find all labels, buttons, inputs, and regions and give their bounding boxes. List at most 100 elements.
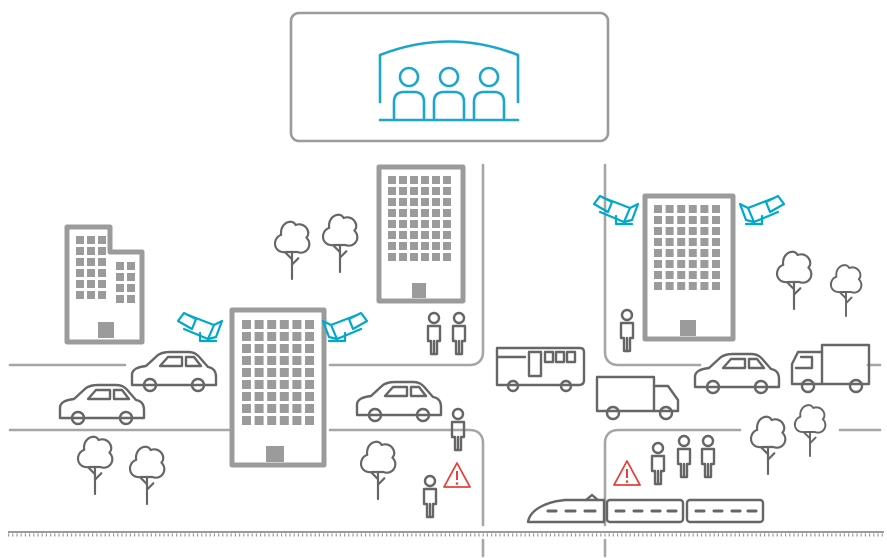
window <box>305 368 314 377</box>
window <box>267 404 277 413</box>
road-network <box>8 163 882 558</box>
tree-icon <box>829 264 863 317</box>
window <box>292 332 302 341</box>
window <box>98 247 106 255</box>
window <box>87 247 95 255</box>
window <box>242 404 251 413</box>
window <box>677 227 686 235</box>
window <box>254 320 264 329</box>
window <box>305 392 314 401</box>
window <box>279 392 289 401</box>
window <box>421 231 429 239</box>
window <box>279 332 289 341</box>
window <box>116 262 124 270</box>
window <box>665 260 674 268</box>
window <box>665 205 674 213</box>
window <box>98 236 106 244</box>
window <box>388 253 396 261</box>
tree-icon <box>128 445 166 506</box>
window <box>242 380 251 389</box>
window <box>305 404 314 413</box>
building-door <box>412 283 426 298</box>
window <box>712 227 720 235</box>
window <box>432 176 440 184</box>
window <box>654 205 662 213</box>
window <box>421 220 429 228</box>
window <box>432 231 440 239</box>
control-room-panel <box>289 11 610 143</box>
pedestrian-icon <box>650 441 666 486</box>
window <box>388 187 396 195</box>
window <box>443 253 451 261</box>
window <box>279 356 289 365</box>
window <box>267 368 277 377</box>
window <box>677 205 686 213</box>
warning-triangle-icon <box>613 460 641 486</box>
window <box>654 238 662 246</box>
window <box>677 249 686 257</box>
window <box>242 356 251 365</box>
window <box>388 209 396 217</box>
window <box>410 242 418 250</box>
cctv-camera-icon <box>321 311 369 343</box>
pedestrian-icon <box>619 308 635 353</box>
window <box>388 231 396 239</box>
window <box>267 380 277 389</box>
window <box>399 187 407 195</box>
window <box>712 260 720 268</box>
car-icon <box>130 350 218 393</box>
building-windows <box>76 176 720 462</box>
tree-icon <box>793 404 827 457</box>
window <box>712 271 720 279</box>
window <box>87 280 95 288</box>
window <box>127 295 135 303</box>
car-icon <box>58 383 146 426</box>
window <box>267 320 277 329</box>
window <box>432 242 440 250</box>
window <box>76 236 84 244</box>
window <box>654 227 662 235</box>
window <box>688 216 697 224</box>
window <box>432 187 440 195</box>
window <box>279 368 289 377</box>
tree-icon <box>321 213 359 274</box>
window <box>267 416 277 425</box>
tree-icon <box>273 220 311 281</box>
window <box>421 198 429 206</box>
window <box>87 269 95 277</box>
warning-triangle-icon <box>443 462 471 488</box>
pedestrian-icon <box>451 311 467 356</box>
window <box>688 260 697 268</box>
window <box>305 356 314 365</box>
bus-icon <box>495 346 586 393</box>
pedestrian-icon <box>426 311 442 356</box>
window <box>305 320 314 329</box>
window <box>443 242 451 250</box>
window <box>432 253 440 261</box>
window <box>700 227 709 235</box>
truck-icon <box>790 343 871 394</box>
window <box>242 344 251 353</box>
window <box>242 368 251 377</box>
control-room-operators-icon <box>378 40 520 122</box>
window <box>688 227 697 235</box>
window <box>388 176 396 184</box>
window <box>388 242 396 250</box>
window <box>267 356 277 365</box>
cctv-camera-icon <box>176 311 224 343</box>
window <box>712 249 720 257</box>
window <box>254 380 264 389</box>
window <box>254 344 264 353</box>
window <box>654 260 662 268</box>
car-icon <box>693 352 781 395</box>
window <box>677 260 686 268</box>
window <box>76 247 84 255</box>
window <box>665 238 674 246</box>
window <box>399 253 407 261</box>
window <box>98 291 106 299</box>
window <box>279 416 289 425</box>
window <box>712 216 720 224</box>
window <box>677 238 686 246</box>
window <box>254 332 264 341</box>
window <box>292 356 302 365</box>
